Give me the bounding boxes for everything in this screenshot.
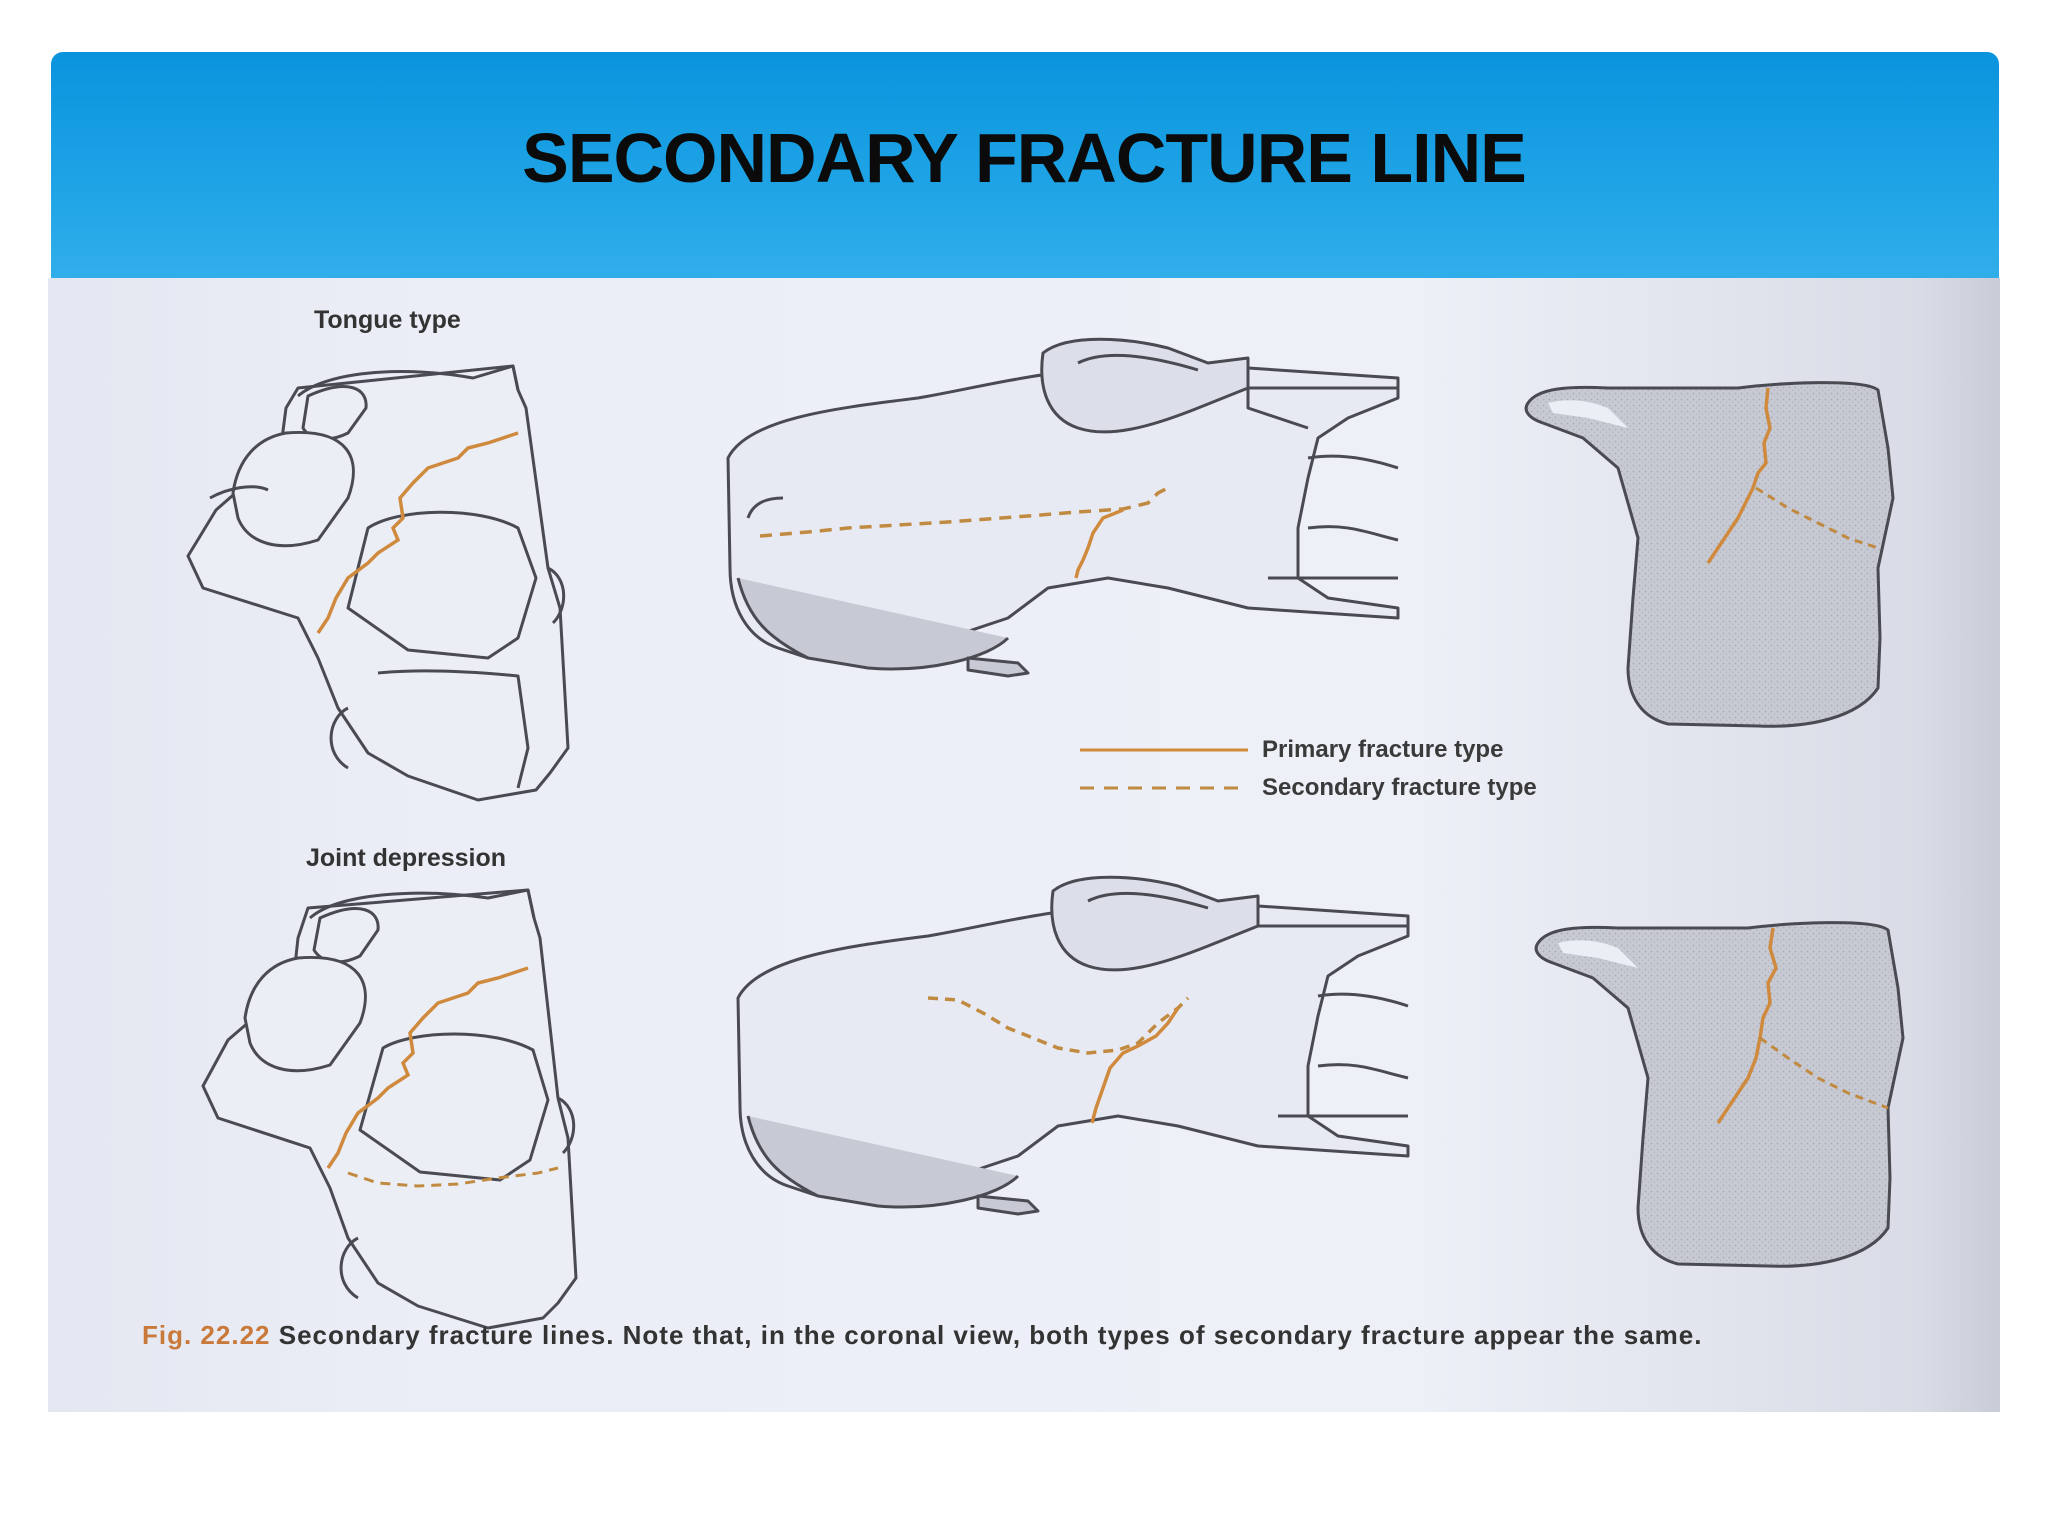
depression-lateral-secondary-line: [927, 996, 1190, 1055]
depression-axial-primary-line: [326, 966, 529, 1169]
tongue-axial-primary-line: [316, 431, 519, 634]
tongue-lateral-primary-line: [1074, 508, 1124, 579]
legend-secondary-label: Secondary fracture type: [1262, 774, 1537, 801]
depression-axial-view: [201, 888, 578, 1330]
tongue-coronal-secondary-line: [1755, 486, 1879, 550]
legend-primary-label: Primary fracture type: [1262, 736, 1504, 763]
figure-image: Tongue type Joint depression Primary fra…: [48, 278, 2000, 1412]
depression-coronal-view: [1534, 921, 1905, 1268]
depression-lateral-view: [736, 875, 1410, 1216]
slide-title: SECONDARY FRACTURE LINE: [522, 119, 1527, 197]
figure-number: Fig. 22.22: [142, 1320, 271, 1350]
depression-coronal-primary-line: [1716, 927, 1778, 1124]
tongue-coronal-primary-line: [1706, 387, 1772, 564]
tongue-lateral-secondary-line: [759, 486, 1169, 538]
depression-lateral-primary-line: [1090, 1007, 1180, 1124]
tongue-coronal-view: [1524, 381, 1895, 728]
caption-text: Secondary fracture lines. Note that, in …: [278, 1320, 1703, 1350]
figure-caption: Fig. 22.22 Secondary fracture lines. Not…: [142, 1318, 1862, 1352]
tongue-lateral-view: [726, 337, 1400, 678]
legend: [1080, 748, 1248, 790]
tongue-type-label: Tongue type: [314, 306, 461, 334]
depression-coronal-secondary-line: [1759, 1036, 1889, 1110]
fracture-illustration: [186, 337, 1905, 1330]
depression-axial-secondary-line: [347, 1166, 559, 1188]
tongue-axial-view: [186, 364, 570, 802]
joint-depression-label: Joint depression: [306, 844, 507, 872]
title-bar: [51, 52, 1999, 278]
